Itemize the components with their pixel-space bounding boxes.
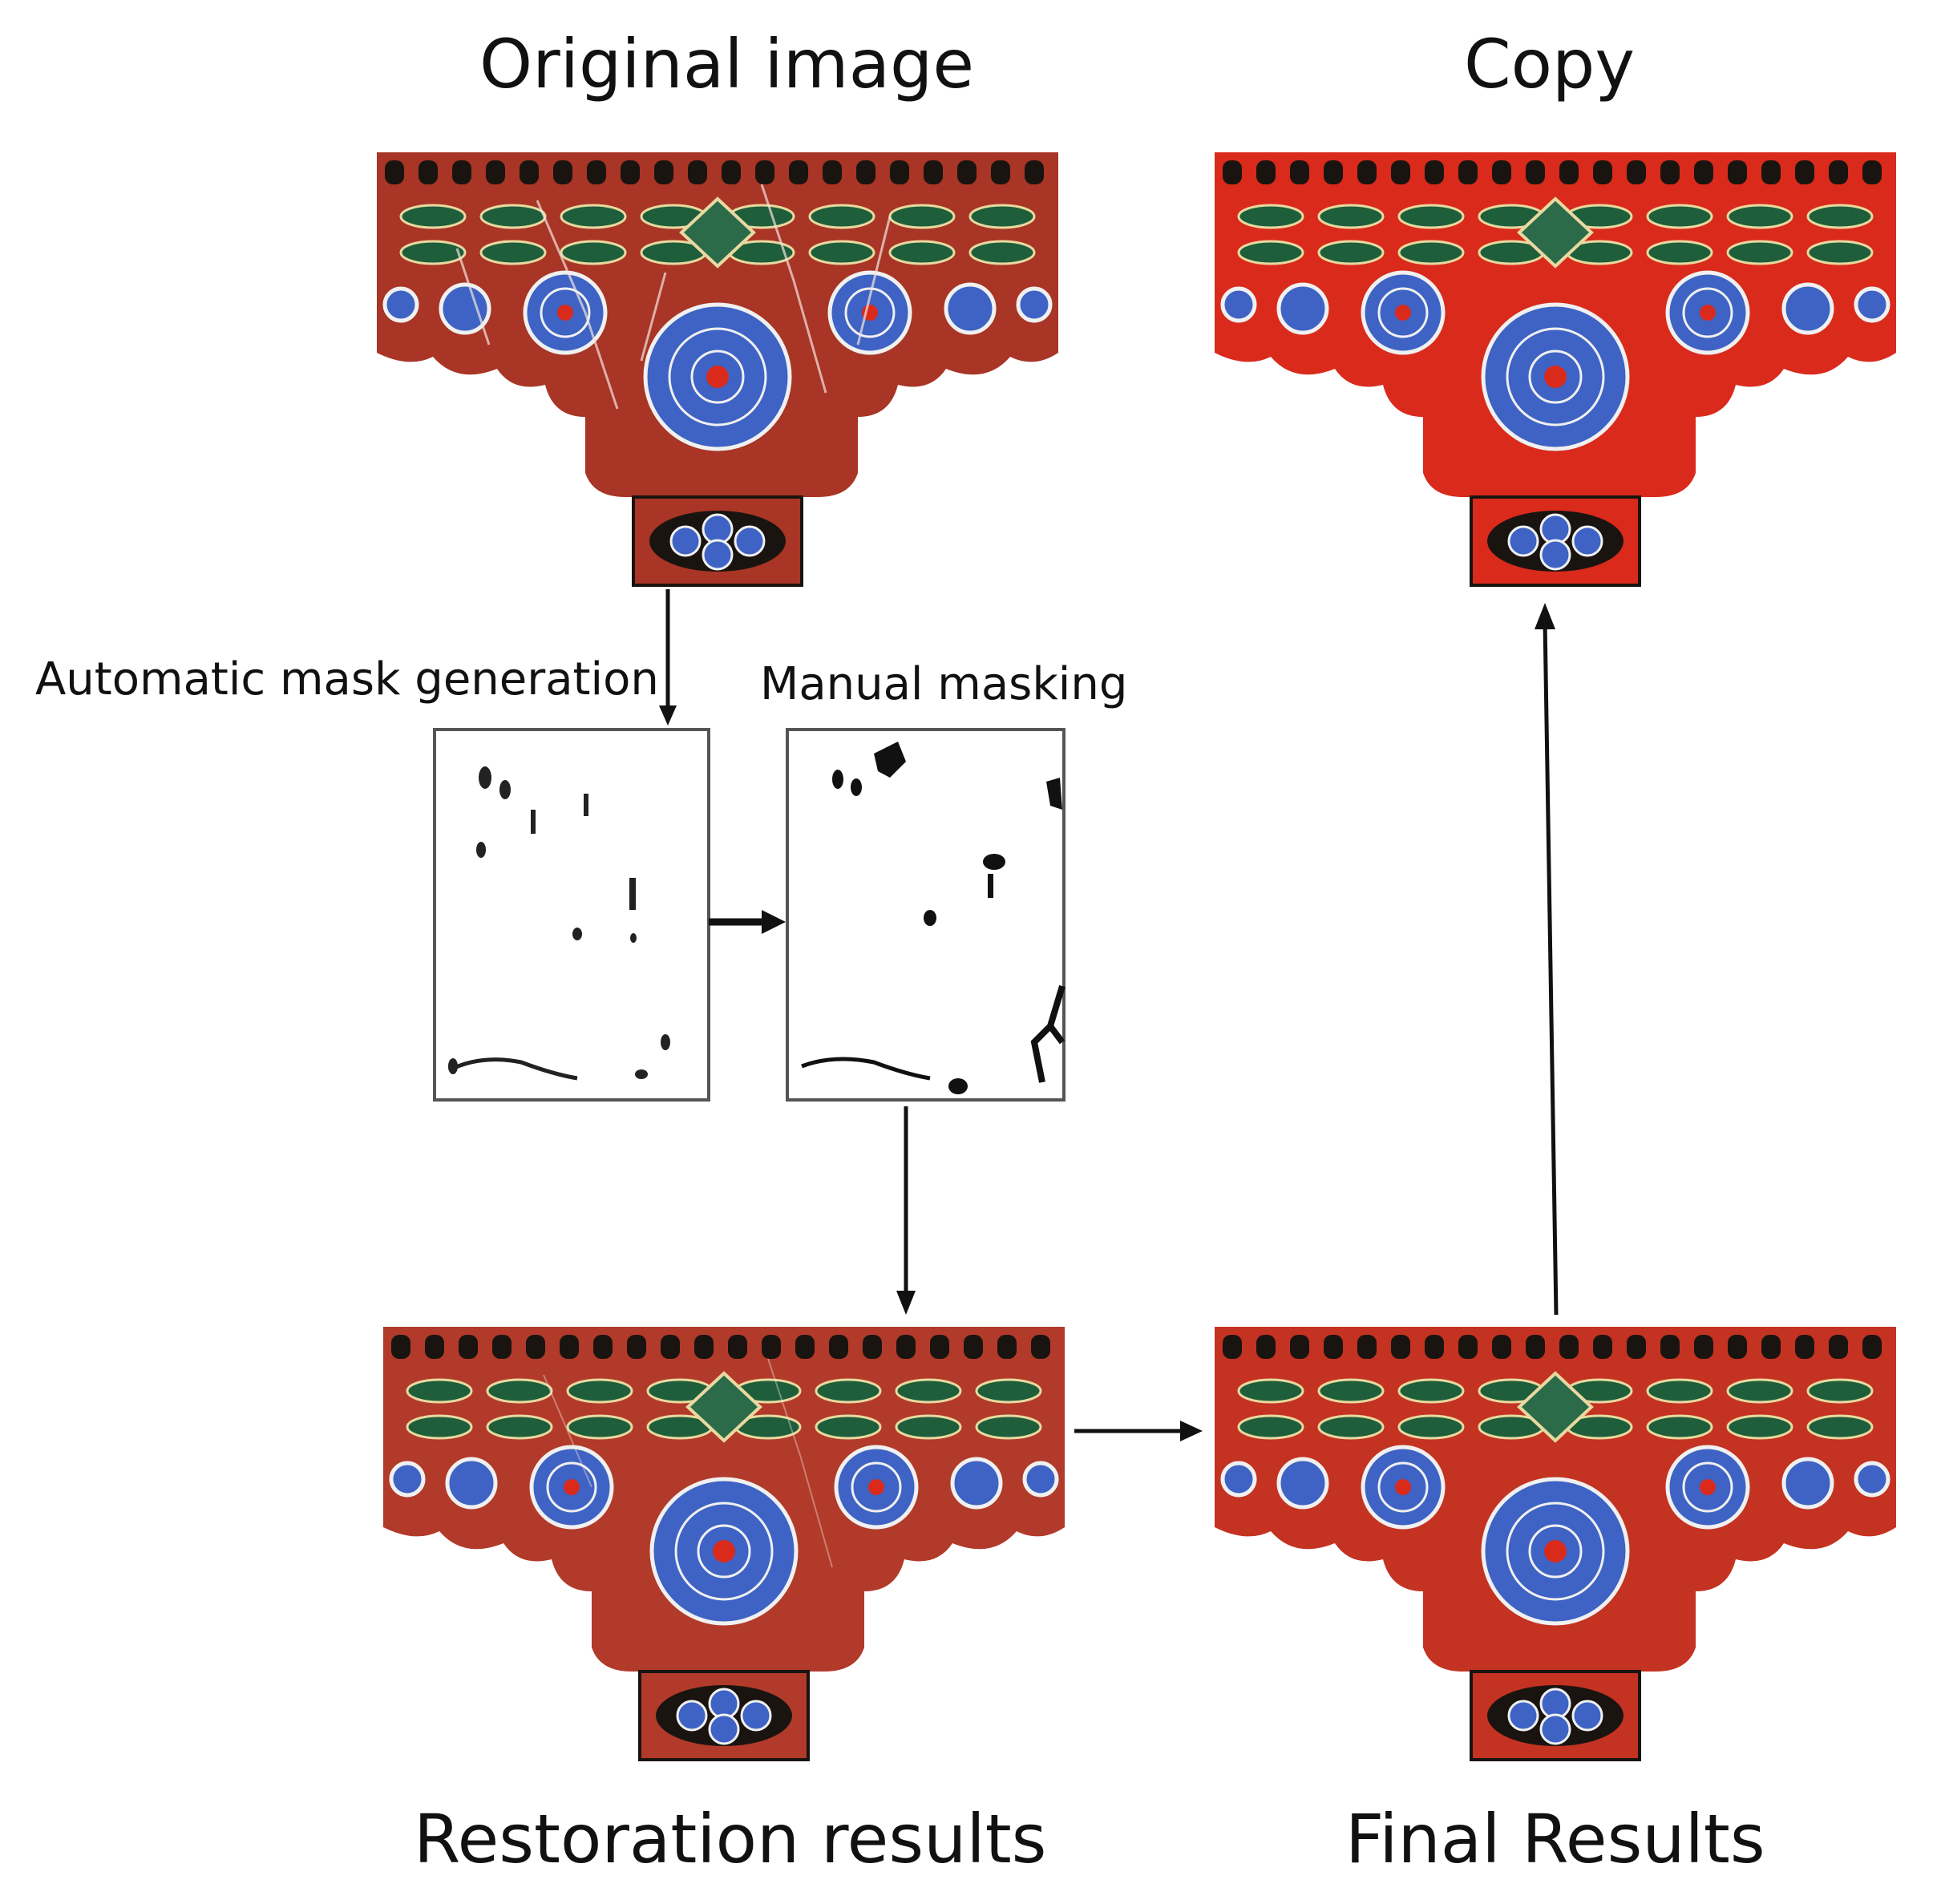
label-automatic-mask-generation: Automatic mask generation xyxy=(35,653,659,705)
copy-image xyxy=(1215,152,1896,585)
arrow-final-to-copy xyxy=(1543,621,1559,1316)
restoration-image xyxy=(383,1327,1065,1760)
title-final-results: Final Results xyxy=(1345,1800,1765,1878)
final-image xyxy=(1215,1327,1896,1760)
title-original-image: Original image xyxy=(479,25,975,103)
automatic-mask-image xyxy=(433,728,710,1102)
original-image xyxy=(377,152,1058,585)
flow-arrows xyxy=(659,589,1559,1441)
manual-mask-image xyxy=(786,728,1066,1102)
title-restoration-results: Restoration results xyxy=(414,1800,1047,1878)
label-manual-masking: Manual masking xyxy=(760,658,1128,710)
title-copy: Copy xyxy=(1464,25,1636,103)
